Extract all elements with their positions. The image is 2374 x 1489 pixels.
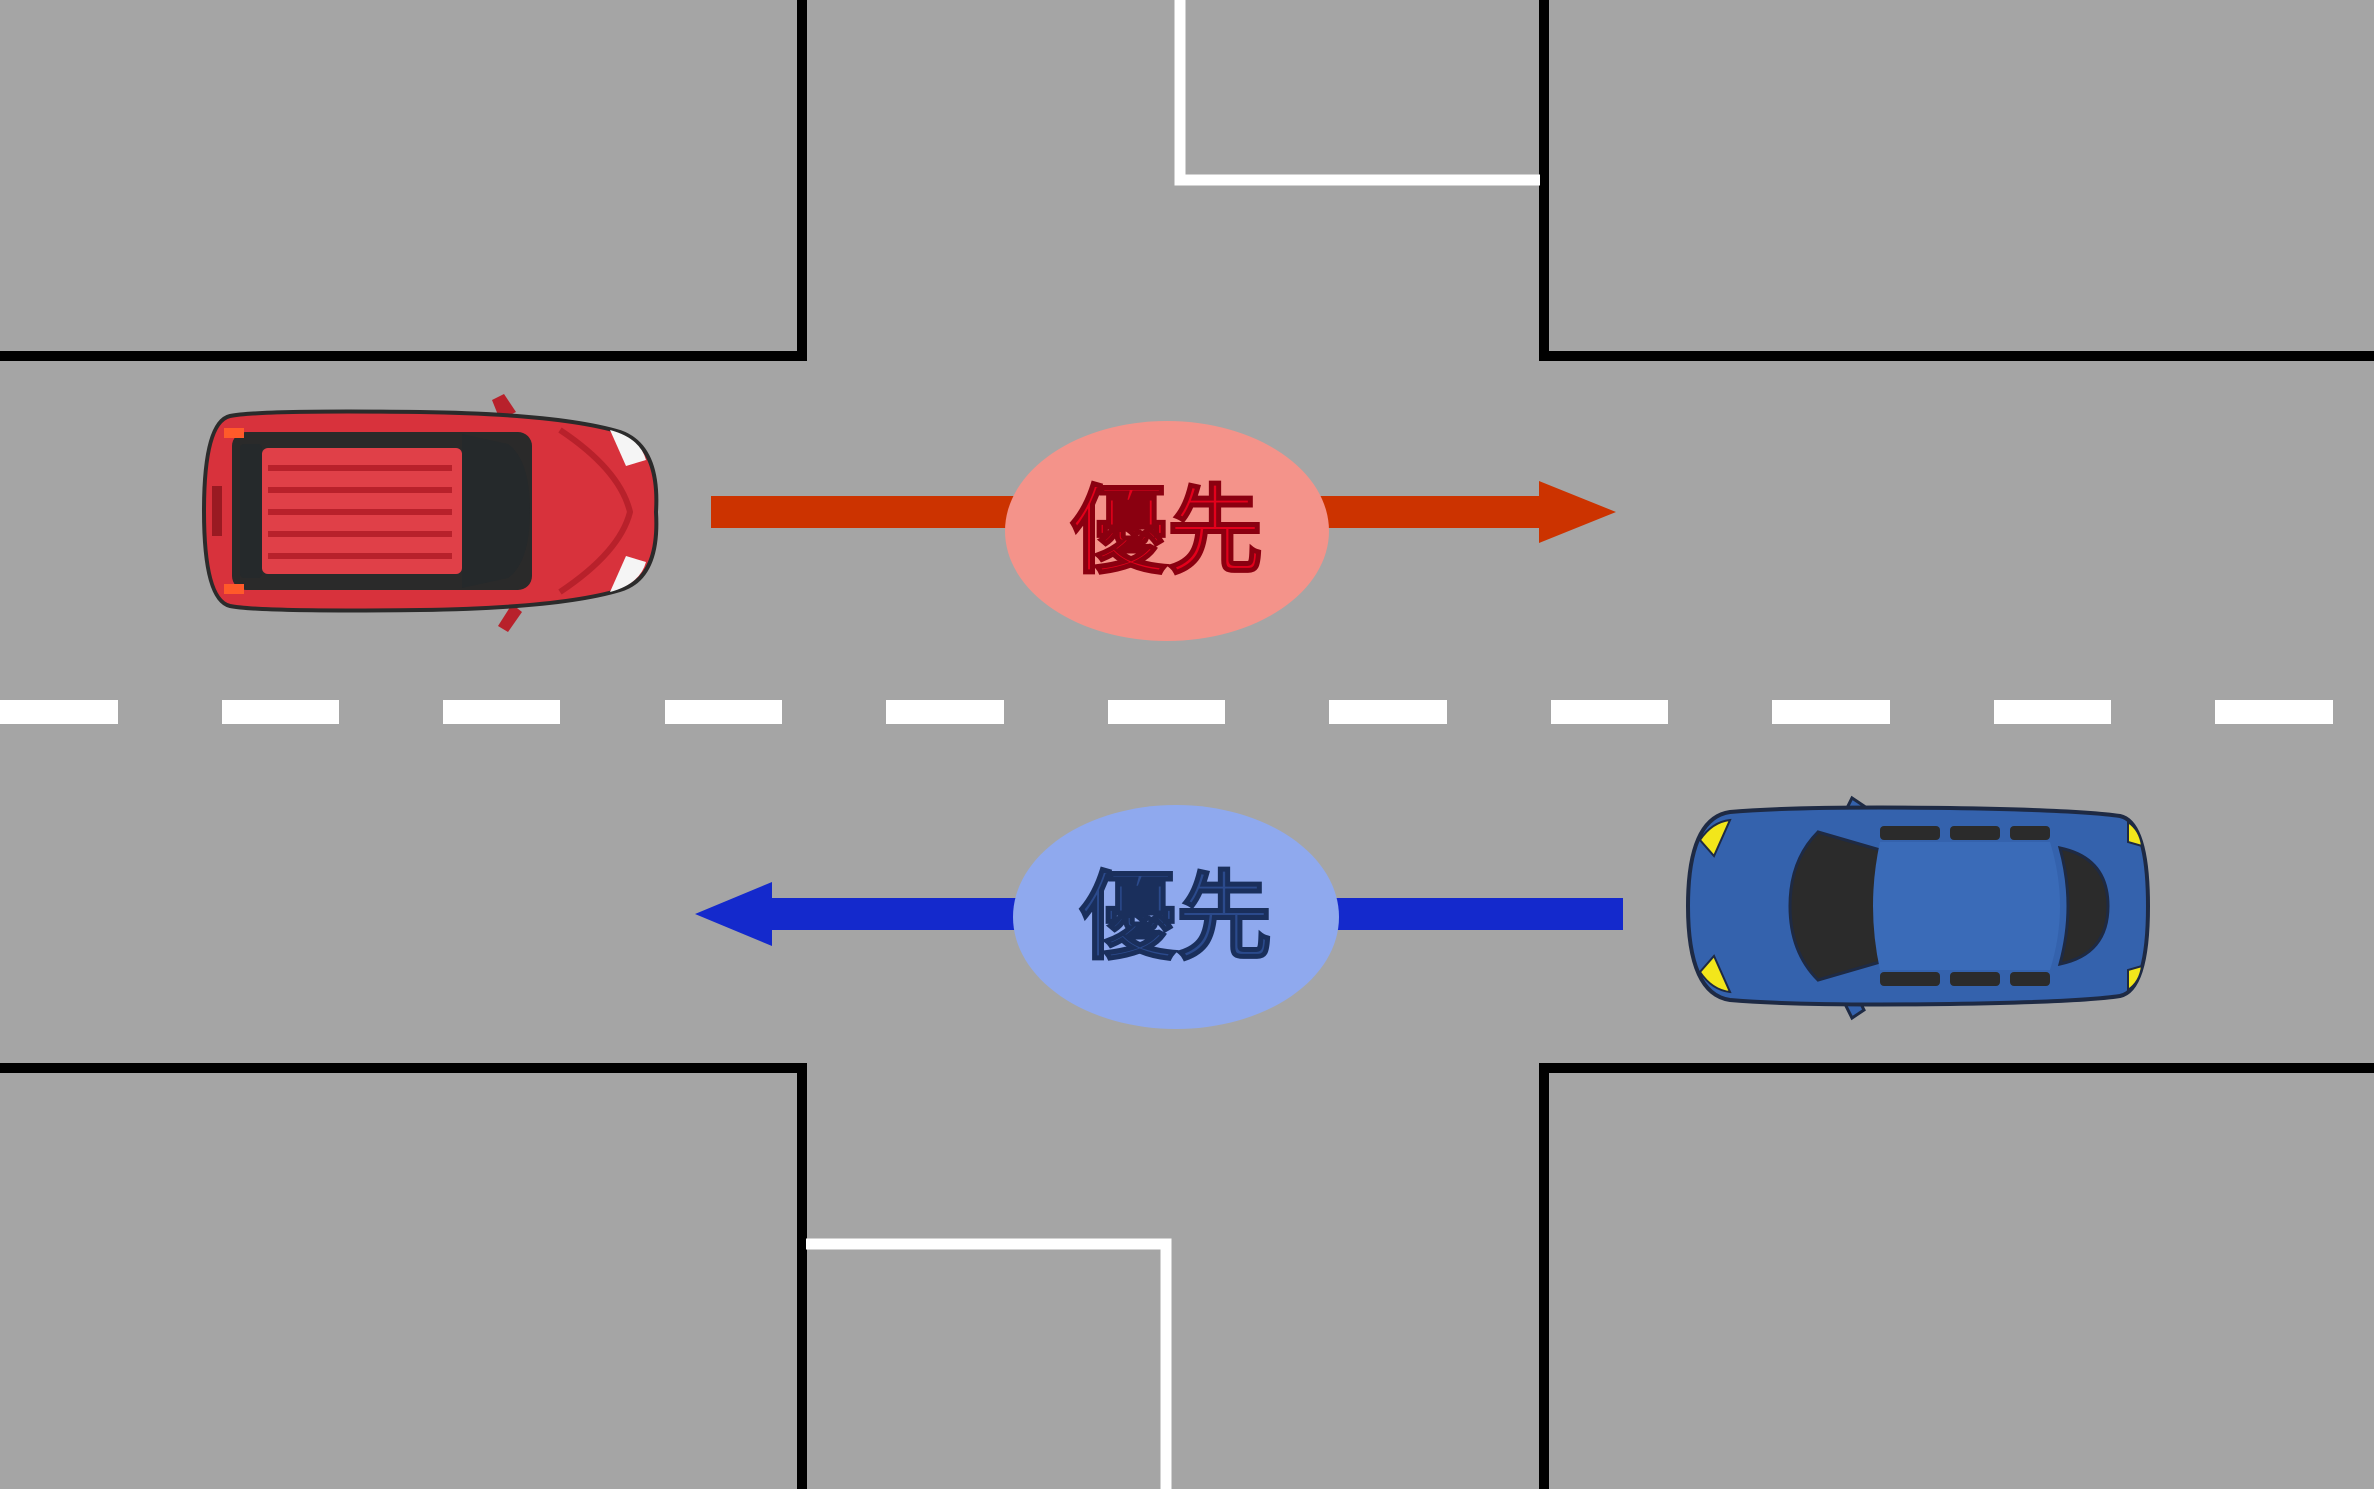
center-dashed-line xyxy=(0,700,2333,724)
blue-car xyxy=(1685,795,2151,1021)
curb-bottom-left xyxy=(0,1063,807,1489)
red-priority-label: 優先 xyxy=(1070,475,1263,587)
curb-bottom-right xyxy=(1539,1063,2374,1489)
curb-top-left xyxy=(0,0,807,361)
curb-top-right xyxy=(1539,0,2374,361)
blue-priority-label: 優先 xyxy=(1079,861,1272,973)
cross-street-markings xyxy=(806,0,1540,1489)
blue-priority-badge: 優先 xyxy=(1013,805,1339,1029)
red-priority-badge: 優先 xyxy=(1005,421,1329,641)
red-car xyxy=(201,394,659,632)
stop-line-bottom xyxy=(806,1238,1172,1489)
stop-line-top xyxy=(1174,0,1540,186)
